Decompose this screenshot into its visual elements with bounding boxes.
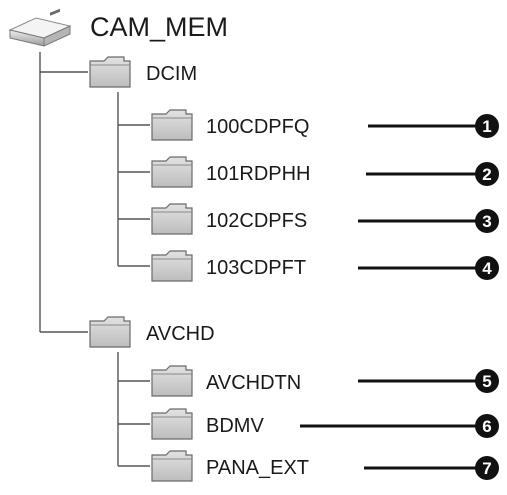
- folder-icon: [151, 450, 193, 482]
- svg-text:7: 7: [482, 459, 491, 478]
- folder-label-100cdpfq: 100CDPFQ: [206, 116, 309, 138]
- folder-label-avchd: AVCHD: [146, 323, 215, 345]
- folder-icon: [151, 203, 193, 235]
- svg-text:2: 2: [482, 165, 491, 184]
- folder-label-101rdphh: 101RDPHH: [206, 163, 310, 185]
- subfolder-101rdphh: 101RDPHH 2: [151, 156, 499, 188]
- subfolder-100cdpfq: 100CDPFQ 1: [151, 109, 499, 141]
- marker-badge-3: 3: [475, 209, 499, 233]
- svg-text:3: 3: [482, 212, 491, 231]
- memory-card-drive-icon: [8, 8, 72, 47]
- subfolder-avchdtn: AVCHDTN 5: [151, 365, 499, 397]
- subfolder-102cdpfs: 102CDPFS 3: [151, 203, 499, 235]
- folder-icon: [151, 109, 193, 141]
- folder-node-dcim: DCIM: [89, 56, 197, 88]
- subfolder-bdmv: BDMV 6: [151, 408, 499, 440]
- svg-text:5: 5: [482, 372, 491, 391]
- folder-node-avchd: AVCHD: [89, 316, 215, 348]
- subfolder-pana-ext: PANA_EXT 7: [151, 450, 499, 482]
- folder-icon: [151, 156, 193, 188]
- folder-label-102cdpfs: 102CDPFS: [206, 210, 307, 232]
- folder-icon: [89, 316, 131, 348]
- marker-badge-1: 1: [475, 114, 499, 138]
- marker-badge-6: 6: [475, 414, 499, 438]
- folder-icon: [151, 408, 193, 440]
- tree-connector-lines: [39, 52, 150, 467]
- folder-label-avchdtn: AVCHDTN: [206, 372, 301, 394]
- svg-text:6: 6: [482, 417, 491, 436]
- folder-icon: [151, 365, 193, 397]
- marker-badge-2: 2: [475, 162, 499, 186]
- marker-badge-4: 4: [475, 256, 499, 280]
- svg-text:1: 1: [482, 117, 491, 136]
- marker-badge-5: 5: [475, 369, 499, 393]
- marker-badge-7: 7: [475, 456, 499, 480]
- root-label: CAM_MEM: [90, 12, 228, 42]
- root-node: CAM_MEM: [8, 8, 228, 47]
- folder-label-dcim: DCIM: [146, 63, 197, 85]
- svg-text:4: 4: [482, 259, 492, 278]
- folder-label-bdmv: BDMV: [206, 415, 264, 437]
- folder-label-pana-ext: PANA_EXT: [206, 457, 309, 479]
- subfolder-103cdpft: 103CDPFT 4: [151, 250, 499, 282]
- folder-label-103cdpft: 103CDPFT: [206, 257, 306, 279]
- folder-icon: [151, 250, 193, 282]
- folder-icon: [89, 56, 131, 88]
